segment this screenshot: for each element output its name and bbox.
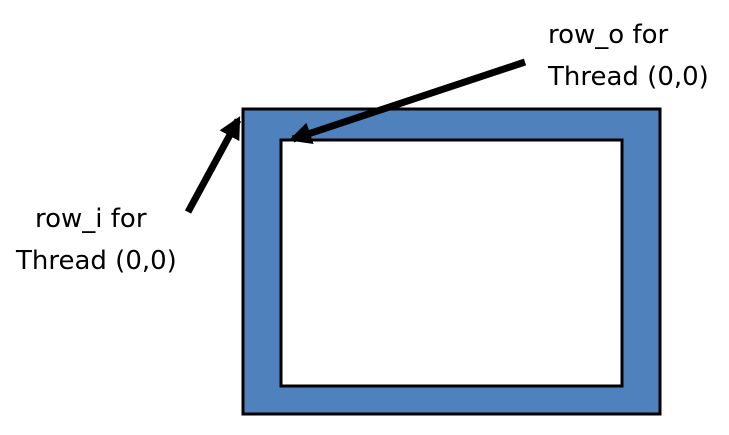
- row-o-label: row_o for Thread (0,0): [547, 20, 709, 92]
- inner-tile-rectangle: [279, 138, 624, 388]
- row-i-arrow: [184, 116, 242, 214]
- row-o-label-line1: row_o for: [548, 20, 669, 50]
- row-i-label-line1: row_i for: [35, 204, 147, 234]
- row-o-arrow: [288, 58, 527, 144]
- row-i-label: row_i for Thread (0,0): [15, 204, 177, 276]
- row-i-label-line2: Thread (0,0): [15, 246, 177, 276]
- row-o-label-line2: Thread (0,0): [547, 62, 709, 92]
